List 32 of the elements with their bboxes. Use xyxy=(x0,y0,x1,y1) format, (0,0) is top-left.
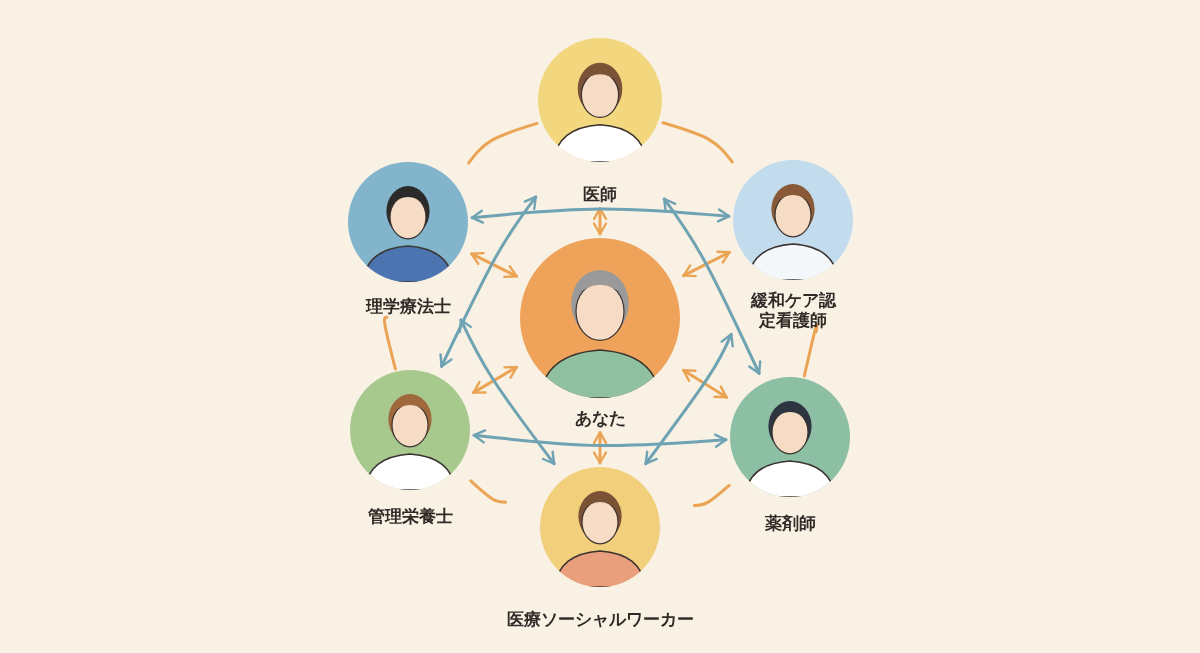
role-label: 理学療法士 xyxy=(365,296,451,317)
role-label: 医師 xyxy=(583,184,617,205)
double-arrow xyxy=(682,250,731,278)
double-arrow xyxy=(458,318,556,466)
connector-line xyxy=(469,479,508,504)
double-arrow xyxy=(662,197,762,375)
role-label: あなた xyxy=(574,408,626,429)
connector-line xyxy=(382,315,397,371)
role-label: 薬剤師 xyxy=(764,513,816,534)
person-node xyxy=(730,377,850,534)
person-node xyxy=(733,160,853,331)
person-node xyxy=(350,370,470,527)
double-arrow xyxy=(439,195,538,368)
double-arrow xyxy=(592,430,608,465)
connector-line xyxy=(661,121,734,164)
double-arrow xyxy=(470,207,731,224)
person-node xyxy=(506,467,694,630)
person-node xyxy=(520,238,680,429)
person-node xyxy=(538,38,662,205)
role-label: 管理栄養士 xyxy=(367,506,453,527)
role-label: 緩和ケア認定看護師 xyxy=(749,290,837,331)
double-arrow xyxy=(644,332,734,466)
double-arrow xyxy=(470,251,518,279)
connector-line xyxy=(693,483,731,507)
double-arrow xyxy=(681,368,729,399)
role-label: 医療ソーシャルワーカー xyxy=(506,609,694,630)
double-arrow xyxy=(472,429,728,448)
connector-line xyxy=(802,323,819,378)
double-arrow xyxy=(471,365,519,395)
person-node xyxy=(348,162,468,317)
double-arrow xyxy=(592,206,608,236)
connector-line xyxy=(467,121,539,165)
